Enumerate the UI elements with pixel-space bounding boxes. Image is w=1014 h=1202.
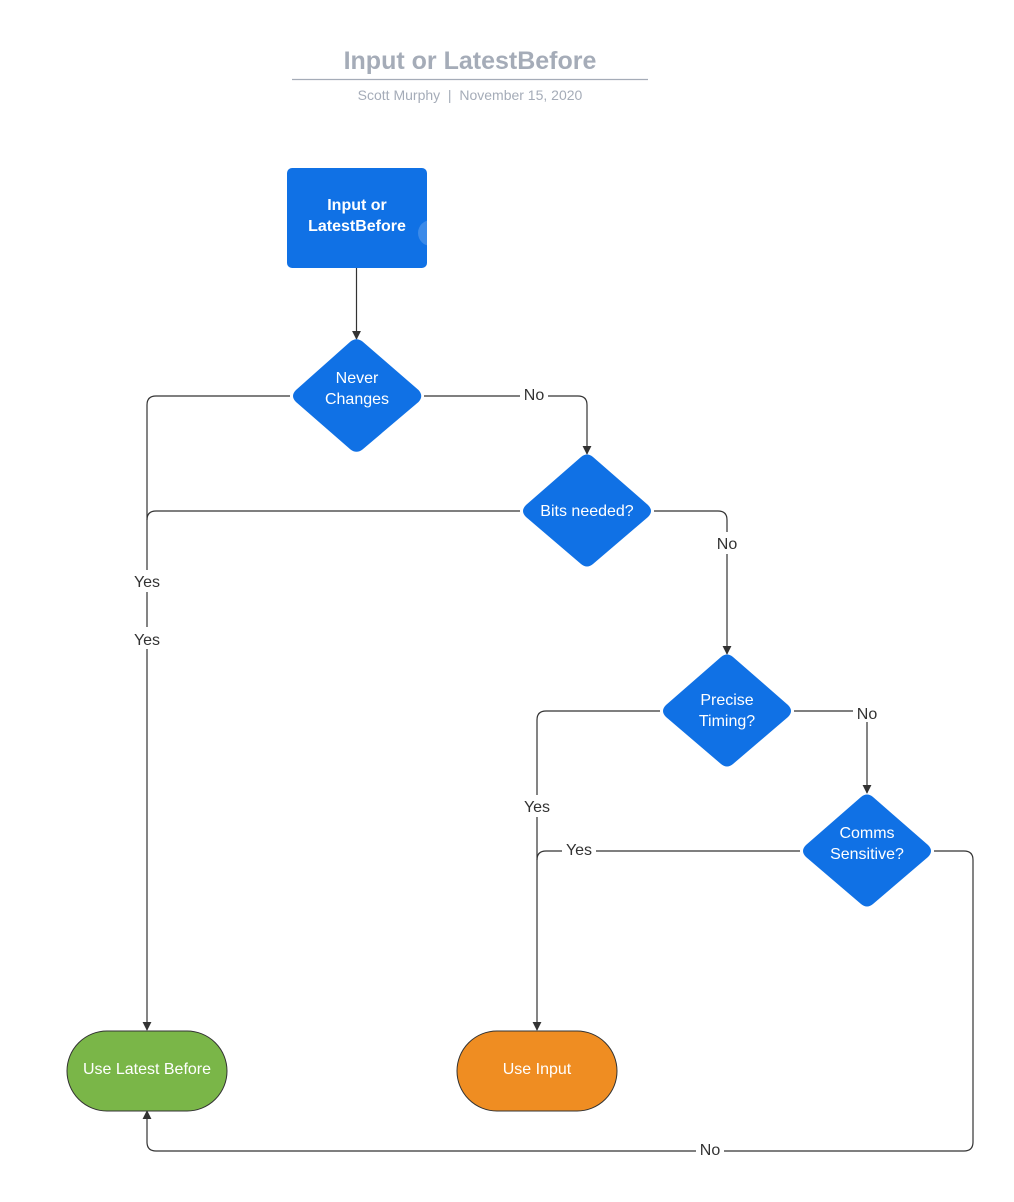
edge-label-precise-no: No xyxy=(857,706,878,723)
edge-labels: No Yes Yes No No Yes Yes No xyxy=(129,384,881,1160)
edge-precise-timing-no xyxy=(794,710,872,794)
decision-comms-sensitive[interactable]: Comms Sensitive? xyxy=(803,794,931,907)
edge-never-changes-no xyxy=(424,395,592,455)
start-node[interactable]: Input or LatestBefore xyxy=(287,168,444,268)
edge-label-bits-no: No xyxy=(717,536,738,553)
terminal-use-latest-before-label: Use Latest Before xyxy=(83,1061,211,1078)
edges xyxy=(142,268,974,1152)
start-node-connector-dot xyxy=(418,220,444,246)
decision-bits-needed-diamond xyxy=(523,454,651,567)
page-title: Input or LatestBefore xyxy=(344,47,597,75)
terminal-use-input-shape xyxy=(456,1030,618,1112)
decision-comms-sensitive-line-2: Sensitive? xyxy=(830,846,904,863)
decision-bits-needed[interactable]: Bits needed? xyxy=(523,454,651,567)
edge-precise-timing-yes xyxy=(532,710,660,1031)
edge-label-never-no: No xyxy=(524,387,545,404)
decision-precise-timing[interactable]: Precise Timing? xyxy=(663,654,791,767)
terminal-use-latest-before[interactable]: Use Latest Before xyxy=(66,1030,228,1112)
terminal-use-input[interactable]: Use Input xyxy=(456,1030,618,1112)
start-node-label-line-2: LatestBefore xyxy=(308,218,406,235)
edge-label-comms-no: No xyxy=(700,1142,721,1159)
terminal-use-latest-before-shape xyxy=(66,1030,228,1112)
decision-comms-sensitive-diamond xyxy=(803,794,931,907)
edge-comms-sensitive-yes xyxy=(536,850,800,861)
decision-comms-sensitive-line-1: Comms xyxy=(839,825,894,842)
start-node-label-line-1: Input or xyxy=(327,197,387,214)
decision-precise-timing-line-1: Precise xyxy=(700,692,753,709)
edge-never-changes-yes xyxy=(142,395,290,1031)
edge-label-precise-yes: Yes xyxy=(524,799,550,816)
page-subtitle: Scott Murphy | November 15, 2020 xyxy=(358,87,583,103)
decision-never-changes-diamond xyxy=(293,339,422,452)
decision-never-changes[interactable]: Never Changes xyxy=(293,339,422,452)
decision-never-changes-line-1: Never xyxy=(336,370,379,387)
terminal-use-input-label: Use Input xyxy=(503,1061,572,1078)
edge-label-bits-yes: Yes xyxy=(134,574,160,591)
decision-never-changes-line-2: Changes xyxy=(325,391,389,408)
edge-bits-needed-no xyxy=(654,510,732,655)
edge-comms-sensitive-no xyxy=(142,850,974,1152)
edge-bits-needed-yes xyxy=(146,510,520,521)
decision-bits-needed-line-1: Bits needed? xyxy=(540,503,634,520)
decision-precise-timing-diamond xyxy=(663,654,791,767)
edge-label-comms-yes: Yes xyxy=(566,842,592,859)
decision-precise-timing-line-2: Timing? xyxy=(699,713,755,730)
edge-label-never-yes: Yes xyxy=(134,632,160,649)
start-node-box xyxy=(287,168,427,268)
